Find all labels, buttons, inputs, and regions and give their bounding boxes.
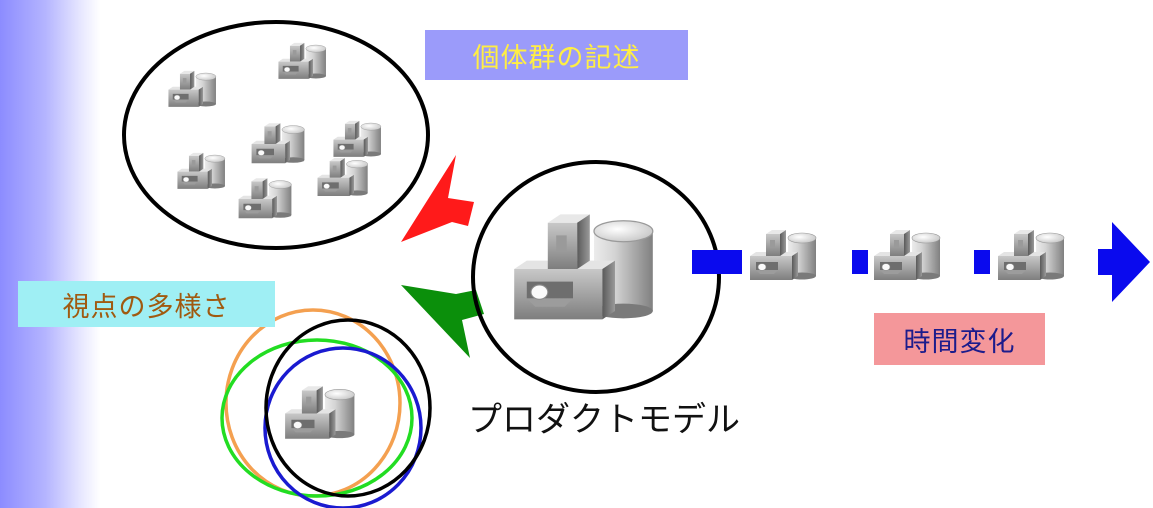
label-individuals-description: 個体群の記述 — [425, 30, 688, 80]
timeline-dash — [852, 250, 868, 274]
mechanical-part-icon — [333, 120, 382, 158]
timeline-arrowhead-icon — [1098, 222, 1150, 302]
timeline-dash — [974, 250, 990, 274]
individuals-group-circle — [122, 20, 430, 250]
mechanical-part-icon — [278, 42, 327, 80]
mechanical-part-icon — [251, 122, 305, 164]
mechanical-part-icon — [317, 157, 369, 197]
mechanical-part-icon — [238, 177, 292, 219]
product-model-part-icon — [513, 213, 654, 321]
label-viewpoint-diversity: 視点の多様さ — [18, 281, 275, 327]
product-model-circle — [471, 160, 721, 394]
mechanical-part-icon — [168, 70, 217, 108]
timeline-dash — [692, 250, 742, 274]
label-time-change: 時間変化 — [874, 313, 1045, 365]
viewpoint-part-icon — [284, 385, 355, 440]
arrow-to-individuals-icon — [401, 155, 474, 242]
slide-side-gradient — [0, 0, 100, 508]
mechanical-part-icon — [873, 229, 941, 281]
label-product-model: プロダクトモデル — [468, 399, 740, 440]
mechanical-part-icon — [177, 152, 226, 190]
mechanical-part-icon — [997, 229, 1065, 281]
mechanical-part-icon — [749, 229, 817, 281]
viewpoint-circles — [220, 308, 432, 508]
arrow-to-viewpoints-icon — [401, 285, 484, 358]
